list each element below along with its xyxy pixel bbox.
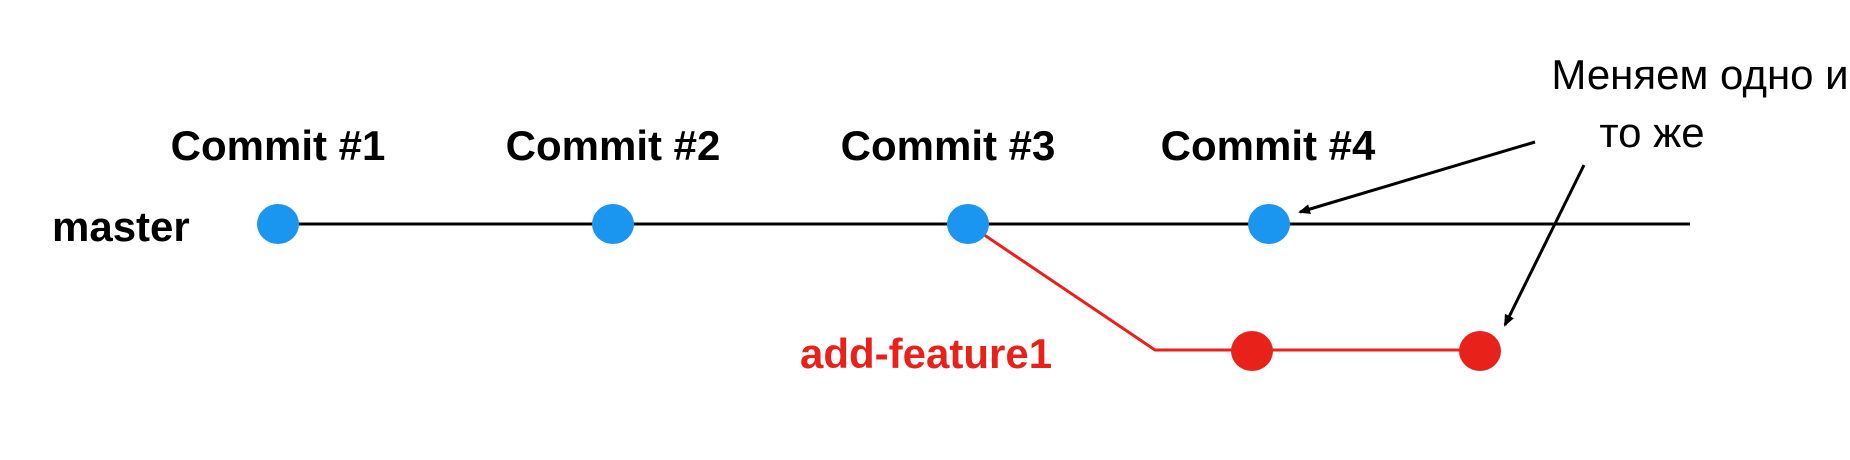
commit-label-2: Commit #2: [506, 122, 721, 169]
feature-branch-label: add-feature1: [800, 330, 1052, 377]
master-commit-node-1: [257, 204, 299, 244]
master-commit-node-4: [1248, 204, 1290, 244]
commit-label-3: Commit #3: [841, 122, 1056, 169]
feature-commit-node-2: [1459, 331, 1501, 371]
feature-commit-node-1: [1231, 331, 1273, 371]
annotation-arrow-to-feature-commit: [1503, 164, 1586, 327]
commit-label-1: Commit #1: [171, 122, 386, 169]
master-commit-node-2: [592, 204, 634, 244]
master-commit-node-3: [947, 204, 989, 244]
annotation-line-1: Меняем одно и: [1551, 51, 1848, 98]
annotation-line-2: то же: [1599, 109, 1704, 156]
master-branch-label: master: [52, 203, 190, 250]
commit-label-4: Commit #4: [1161, 122, 1376, 169]
annotation-arrow-to-commit-4: [1298, 140, 1536, 214]
feature-branch-line: [967, 222, 1480, 352]
